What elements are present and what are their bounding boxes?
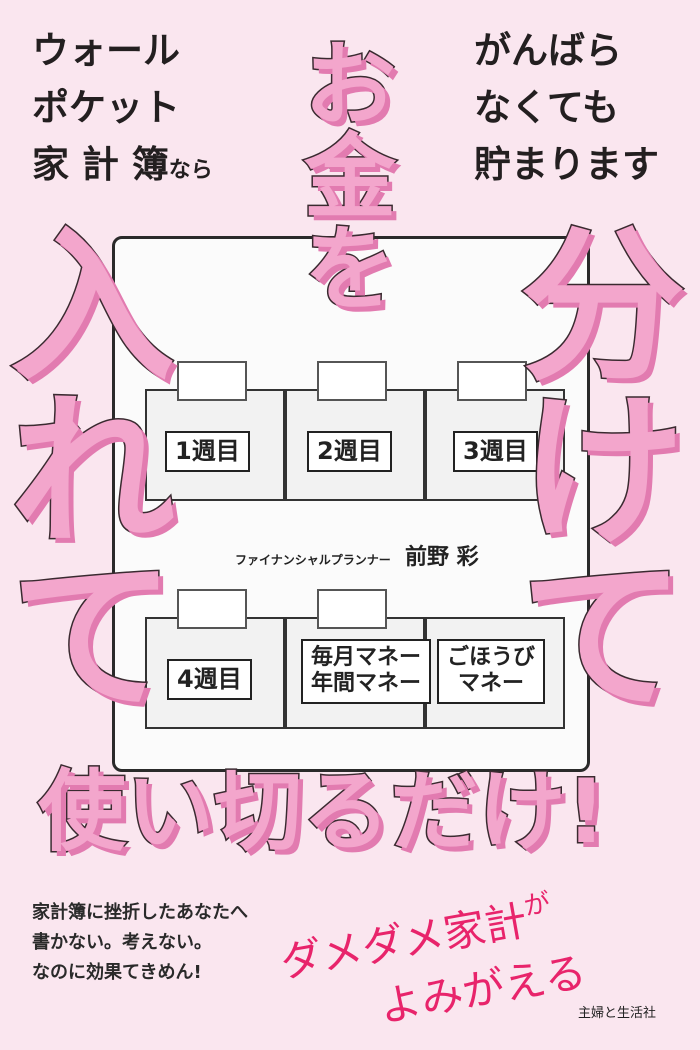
author-line: ファイナンシャルプランナー 前野 彩 [235,539,479,571]
tagline-left: ウォール ポケット 家 計 簿なら [32,22,213,199]
sub-copy-line: 書かない。考えない。 [32,932,212,953]
pocket-label: 4週目 [167,659,252,700]
tagline-left-text: 家 計 簿 [32,143,169,186]
title-top: お 金 を [300,32,400,323]
sub-copy-line: 家計簿に挫折したあなたへ [32,902,248,923]
bill-illustration [317,361,387,401]
title-char: れ [9,376,177,568]
sub-copy-line: なのに効果てきめん! [32,962,202,983]
publisher: 主婦と生活社 [578,1006,657,1021]
title-right: 分 け て [519,211,687,733]
sub-copy: 家計簿に挫折したあなたへ 書かない。考えない。 なのに効果てきめん! [32,898,248,988]
pocket-label-text: 4週目 [177,665,242,693]
title-char: け [519,376,687,568]
pocket-label-text: 1週目 [175,437,240,465]
tagline-right-line: なくても [474,86,620,129]
tagline-right-line: 貯まります [474,143,659,186]
bill-illustration [457,361,527,401]
pocket-label-text: ごほうび [447,645,536,670]
pocket-label-text: 年間マネー [311,671,422,697]
catch-ga: が [521,888,553,923]
pocket-label-text: 2週目 [317,437,382,465]
pocket-label: 毎月マネー年間マネー [301,639,432,704]
title-char: 金 [302,124,397,231]
bill-illustration [177,361,247,401]
pocket-label: 2週目 [307,431,392,472]
pocket-label: ごほうびマネー [437,639,546,704]
author-name: 前野 彩 [404,545,479,570]
pocket-label-text: マネー [458,671,525,697]
pocket-label: 1週目 [165,431,250,472]
pocket-label-text: 3週目 [463,437,528,465]
title-char: て [519,541,687,733]
pocket-label-text: 毎月マネー [311,645,422,670]
title-char: て [9,541,177,733]
bill-illustration [317,589,387,629]
tagline-right-line: がんばら [474,29,622,72]
wall-pocket-board: 1週目 2週目 3週目 4週目 毎月マネー年間マネー ごほうびマネー ファイナン… [112,236,590,772]
title-left: 入 れ て [9,211,177,733]
tagline-left-small: なら [168,158,213,183]
author-role: ファイナンシャルプランナー [235,553,391,567]
title-bottom: 使い切るだけ! [36,760,607,863]
tagline-left-line: ウォール [32,29,180,72]
bill-illustration [177,589,247,629]
catch-copy: ダメダメ家計が よみがえる [275,878,590,1050]
title-char: を [302,216,397,323]
tagline-left-line: 家 計 簿なら [32,136,213,199]
title-char: 分 [519,211,687,403]
tagline-left-line: ポケット [32,86,180,129]
title-char: 入 [9,211,177,403]
pocket-label: 3週目 [453,431,538,472]
tagline-right: がんばら なくても 貯まります [474,22,659,193]
title-char: お [302,32,397,139]
